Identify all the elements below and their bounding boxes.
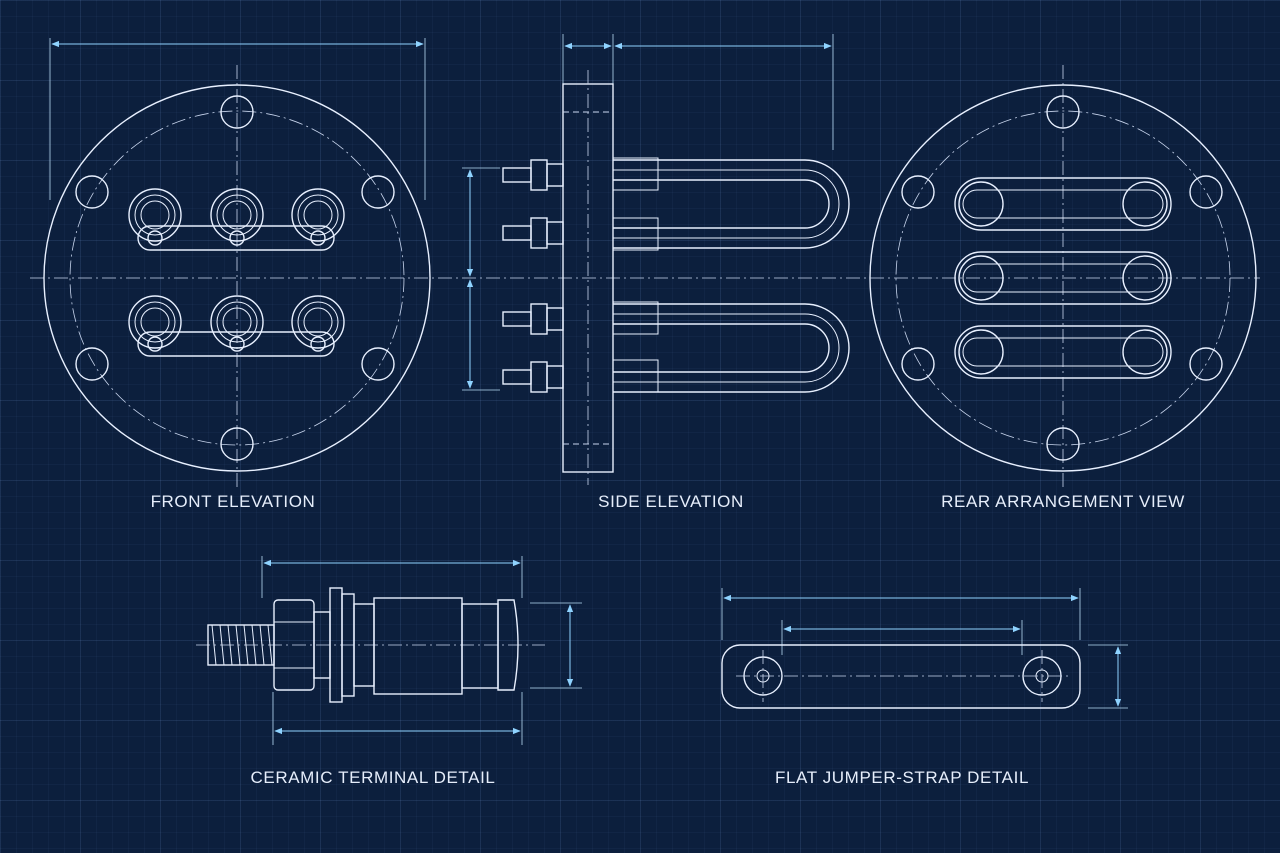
side-elevation-caption: SIDE ELEVATION — [598, 492, 744, 511]
front-bolt-holes — [75, 95, 395, 461]
front-elevation-caption: FRONT ELEVATION — [150, 492, 316, 511]
front-overall-dimension — [49, 38, 426, 200]
rear-arrangement-view — [869, 65, 1257, 490]
side-element-length-dimension — [614, 34, 834, 150]
strap-height-dimension — [1088, 644, 1128, 709]
side-studs — [502, 159, 564, 393]
rear-arrangement-caption: REAR ARRANGEMENT VIEW — [941, 492, 1185, 511]
side-pitch-dimension — [462, 167, 500, 391]
front-jumper-strap-upper — [137, 225, 335, 251]
front-terminal-row-lower — [128, 295, 345, 357]
rear-bolt-holes — [901, 95, 1223, 461]
strap-hole-pitch-dimension — [781, 620, 1023, 655]
front-elevation-view — [43, 38, 431, 490]
front-jumper-strap-lower — [137, 331, 335, 357]
terminal-diameter-dimension — [530, 602, 582, 689]
rear-element-loops — [954, 177, 1172, 379]
strap-overall-dimension — [721, 588, 1081, 640]
side-flange-thickness-dimension — [562, 34, 614, 84]
rear-bolt-circle — [895, 110, 1231, 446]
strap-outline — [721, 644, 1081, 709]
terminal-body-dimension — [272, 692, 523, 745]
terminal-ceramic-body — [373, 597, 463, 695]
terminal-overall-dimension — [261, 556, 523, 598]
ceramic-terminal-caption: CERAMIC TERMINAL DETAIL — [250, 768, 496, 787]
side-u-element-upper — [612, 157, 850, 251]
side-elevation-view — [462, 34, 850, 485]
terminal-threaded-stud — [207, 624, 275, 666]
front-terminal-row-upper — [128, 188, 345, 251]
side-u-element-lower — [612, 301, 850, 393]
front-bolt-circle — [69, 110, 405, 446]
flat-jumper-strap-detail-view — [721, 588, 1128, 709]
ceramic-terminal-detail-view — [196, 556, 582, 745]
jumper-strap-caption: FLAT JUMPER-STRAP DETAIL — [774, 768, 1030, 787]
